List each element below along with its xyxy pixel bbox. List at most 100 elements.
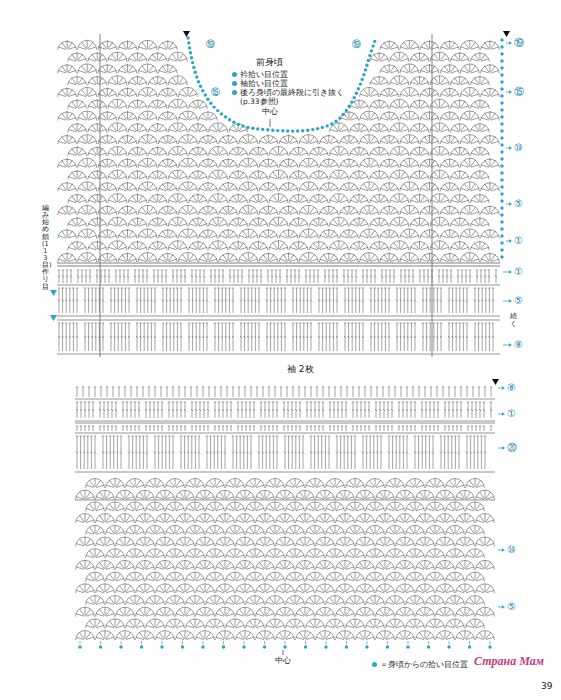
row-number: ⑤ — [514, 199, 523, 209]
row-number: ① — [514, 236, 523, 246]
side-guide-line — [100, 34, 432, 357]
legend-item: 後ろ身頃の最終段に引き抜く (p.33参照) — [232, 88, 358, 106]
row-arrowhead — [509, 343, 512, 347]
shell-stitches — [76, 478, 495, 640]
pickup-dot — [266, 128, 269, 131]
pickup-dot — [228, 118, 231, 121]
cuff-stitches — [76, 402, 492, 418]
pickup-dot — [345, 109, 348, 112]
pickup-dot — [355, 92, 358, 95]
row-number: ⑲ — [206, 40, 215, 49]
pickup-dot — [296, 129, 299, 132]
pickup-dot — [406, 645, 409, 648]
pickup-dot — [189, 51, 192, 54]
start-marker — [492, 379, 499, 385]
row-line — [75, 500, 495, 501]
row-arrowhead — [509, 299, 512, 303]
pickup-dot — [201, 645, 204, 648]
pickup-dot — [222, 645, 225, 648]
row-arrowhead — [509, 41, 512, 45]
pickup-dot — [246, 126, 249, 129]
center-mark: 中心 — [262, 108, 278, 117]
foundation-note: 編み始め鎖(113目)作り目 — [42, 205, 49, 291]
row-number: ⑳ — [507, 443, 517, 453]
pickup-dot — [78, 645, 81, 648]
cuff-stitches — [76, 426, 492, 431]
pickup-dot — [232, 121, 235, 124]
pickup-dot — [500, 199, 503, 202]
pickup-dots — [186, 36, 503, 258]
pickup-dot — [500, 150, 503, 153]
pickup-dot — [447, 645, 450, 648]
pickup-dot — [281, 129, 284, 132]
row-number: ⑮ — [514, 87, 524, 97]
join-marker — [50, 290, 57, 296]
row-line — [57, 285, 500, 286]
pickup-dot — [334, 120, 337, 123]
row-number: ⑩ — [514, 143, 523, 153]
pickup-dot — [316, 127, 319, 130]
row-line — [57, 354, 500, 355]
pickup-dot — [241, 124, 244, 127]
pickup-dot — [500, 45, 503, 48]
pickup-dot — [500, 234, 503, 237]
pickup-dot — [500, 122, 503, 125]
pickup-dot — [500, 213, 503, 216]
start-marker — [183, 31, 190, 37]
sleeve-chart — [75, 379, 499, 655]
pickup-dot — [361, 78, 364, 81]
watermark: Страна Мам — [474, 655, 544, 668]
legend-text: 衿拾い目位置 — [240, 70, 288, 79]
pickup-dot — [500, 80, 503, 83]
pickup-dot — [345, 645, 348, 648]
pickup-dot — [427, 645, 430, 648]
cuff-stitches — [76, 387, 492, 397]
legend-text: 後ろ身頃の最終段に引き抜く (p.33参照) — [240, 88, 358, 106]
pickup-dot — [324, 645, 327, 648]
pickup-dot — [500, 87, 503, 90]
row-number: ① — [507, 409, 516, 419]
pickup-dot — [468, 645, 471, 648]
neckline-guide — [188, 38, 376, 131]
center-arrow — [270, 119, 271, 127]
pickup-dot — [500, 171, 503, 174]
pickup-dot — [140, 645, 143, 648]
pickup-dot — [500, 227, 503, 230]
pickup-dot — [353, 96, 356, 99]
pickup-dot — [500, 220, 503, 223]
pickup-dot — [500, 157, 503, 160]
legend-text: ＝身頃からの拾い目位置 — [380, 660, 468, 669]
pickup-dot — [306, 129, 309, 132]
pickup-dot — [500, 185, 503, 188]
legend-text: 袖拾い目位置 — [240, 79, 288, 88]
pickup-dot — [204, 93, 207, 96]
row-line — [75, 472, 495, 473]
pickup-dot — [286, 129, 289, 132]
pickup-dot — [500, 66, 503, 69]
front-body-chart — [50, 31, 510, 357]
row-line — [75, 433, 495, 434]
pickup-dot — [291, 129, 294, 132]
page-number: 39 — [541, 682, 552, 692]
pickup-dot — [212, 105, 215, 108]
pickup-dot — [194, 71, 197, 74]
legend-swatch — [232, 90, 237, 95]
chart-title: 袖 2枚 — [287, 365, 314, 375]
pickup-dot — [186, 36, 189, 39]
pickup-dot — [500, 136, 503, 139]
pickup-dot — [500, 241, 503, 244]
row-arrowhead — [509, 270, 512, 274]
row-arrowhead — [509, 90, 512, 94]
pickup-dot — [342, 113, 345, 116]
pickup-dot — [500, 248, 503, 251]
pickup-dot — [500, 192, 503, 195]
pickup-dot — [304, 645, 307, 648]
row-arrowhead — [502, 446, 505, 450]
pickup-dot — [256, 127, 259, 130]
pickup-dot — [500, 52, 503, 55]
row-arrow — [503, 301, 510, 302]
legend-item: 袖拾い目位置 — [232, 79, 288, 88]
pickup-dot — [500, 73, 503, 76]
pickup-dot — [321, 126, 324, 129]
